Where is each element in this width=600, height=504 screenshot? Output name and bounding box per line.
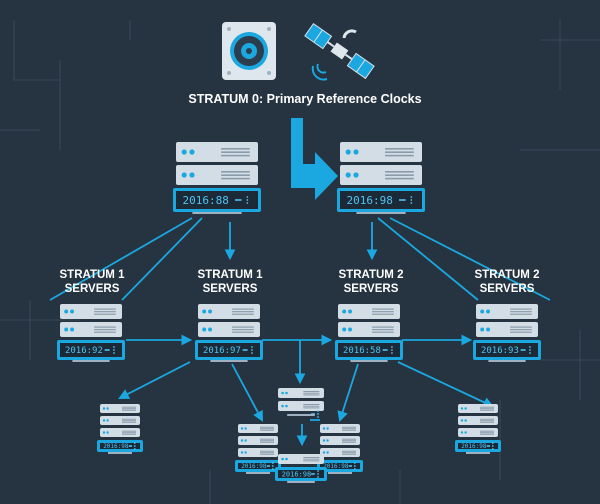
tier-label-line2: SERVERS — [64, 283, 120, 295]
clock-display-text: 2016:93 — [481, 346, 519, 356]
stratum1-server-left: 2016:92 — [57, 304, 125, 362]
clock-display-text: 2016:97 — [203, 346, 241, 356]
connection-line — [231, 363, 264, 422]
servers: 2016:88 2016:98 2016:92 2016:97 2016:58 2016:… — [57, 142, 541, 483]
atomic-clock-icon — [222, 22, 276, 80]
tier-label-stratum2-left: STRATUM 2 SERVERS — [316, 268, 426, 296]
connections — [49, 217, 551, 447]
connection-line — [377, 217, 479, 301]
tier-label-stratum1-right: STRATUM 1 SERVERS — [175, 268, 285, 296]
tier-label-line1: STRATUM 2 — [474, 269, 540, 281]
tier-label-line1: STRATUM 2 — [338, 269, 404, 281]
connection-line — [397, 361, 494, 408]
tier-label-line2: SERVERS — [479, 283, 535, 295]
stratum0-server-right: 2016:98 — [337, 142, 425, 214]
connection-line — [118, 361, 191, 399]
tier-label-stratum1-left: STRATUM 1 SERVERS — [37, 268, 147, 296]
cluster-server-top: 2016:98 — [275, 388, 327, 418]
clock-display-text: 2016:98 — [323, 463, 349, 470]
tier-label-line2: SERVERS — [343, 283, 399, 295]
stratum0-server-left: 2016:88 — [173, 142, 261, 214]
stratum0-title: STRATUM 0: Primary Reference Clocks — [188, 92, 422, 106]
clock-display-text: 2016:98 — [241, 463, 267, 470]
tier-label-stratum2-right: STRATUM 2 SERVERS — [452, 268, 562, 296]
clock-display-text: 2016:58 — [343, 346, 381, 356]
connection-line — [49, 217, 193, 301]
bottom-server-left: 2016:98 — [97, 404, 143, 454]
stratum2-server-left: 2016:58 — [335, 304, 403, 362]
tier-label-line1: STRATUM 1 — [59, 269, 125, 281]
stratum0-arrow — [291, 118, 338, 200]
bottom-server-right: 2016:98 — [455, 404, 501, 454]
background-decoration — [0, 20, 600, 504]
clock-display-text: 2016:98 — [347, 194, 393, 207]
cluster-server-left: 2016:98 — [235, 424, 281, 474]
clock-display-text: 2016:92 — [65, 346, 103, 356]
satellite-icon — [304, 22, 375, 81]
stratum1-server-right: 2016:97 — [195, 304, 263, 362]
connection-line — [337, 363, 359, 423]
connection-line — [121, 217, 203, 301]
cluster-server-center: 2016:98 — [275, 454, 327, 483]
connection-line — [389, 217, 551, 301]
tier-label-line2: SERVERS — [202, 283, 258, 295]
clock-display-text: 2016:88 — [183, 194, 229, 207]
tier-label-line1: STRATUM 1 — [197, 269, 263, 281]
cluster-server-right: 2016:98 — [317, 424, 363, 474]
clock-display-text: 2016:98 — [282, 471, 312, 479]
stratum2-server-right: 2016:93 — [473, 304, 541, 362]
clock-display-text: 2016:98 — [103, 443, 129, 450]
clock-display-text: 2016:98 — [461, 443, 487, 450]
